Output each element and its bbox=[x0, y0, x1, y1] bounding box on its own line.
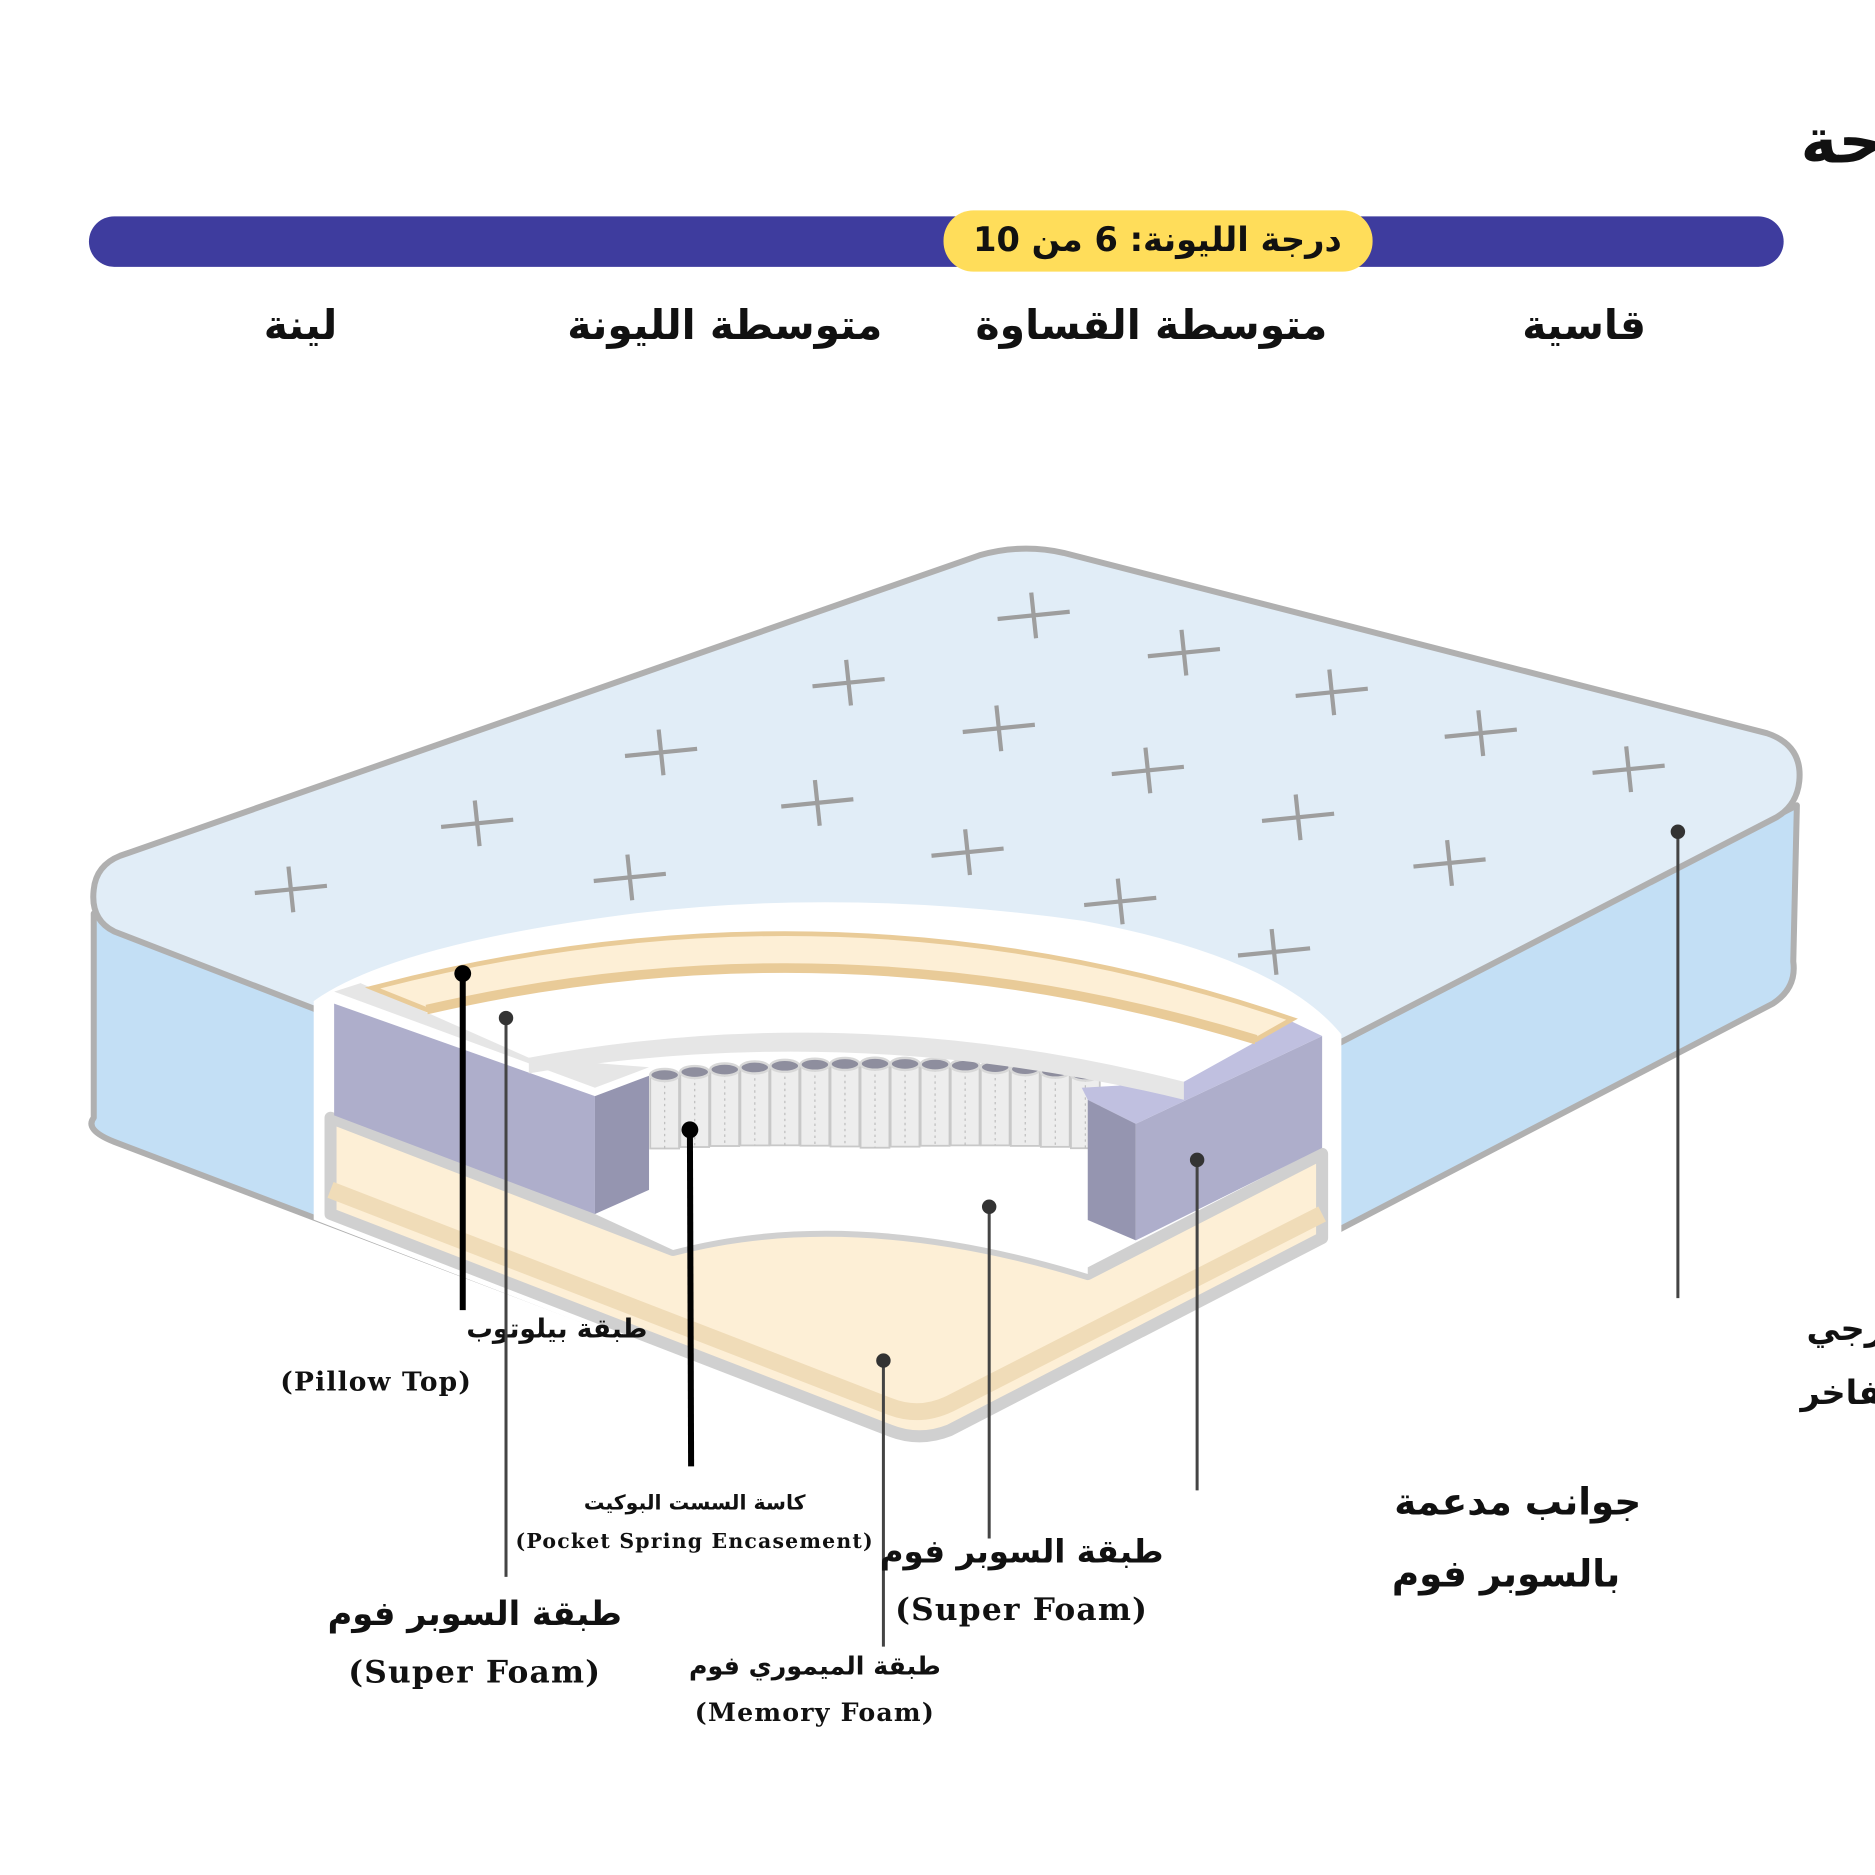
level-medium-firm: متوسطة القساوة bbox=[976, 301, 1328, 350]
firmness-badge-bg bbox=[943, 210, 1373, 272]
quilting-cross-icon bbox=[1592, 746, 1665, 793]
pocket-spring-leader bbox=[686, 1129, 695, 1467]
quilting-cross-icon bbox=[1413, 839, 1486, 887]
quilting-cross-icon bbox=[1147, 629, 1221, 676]
pocket-spring bbox=[739, 1060, 771, 1147]
callouts: طبقة بيلوتوب (Pillow Top) طبقة السوبر فو… bbox=[280, 824, 1875, 1727]
quilting-cross-icon bbox=[812, 659, 885, 706]
pocket-spring bbox=[919, 1057, 951, 1147]
super-foam-left-label-en: (Super Foam) bbox=[348, 1655, 601, 1691]
pocket-spring bbox=[859, 1056, 891, 1149]
quilting-cross-icon bbox=[931, 829, 1004, 876]
firmness-track bbox=[88, 216, 1784, 267]
memory-foam-dot bbox=[876, 1353, 891, 1368]
pocket-spring bbox=[649, 1067, 681, 1150]
pocket-spring-label-ar: كاسة السست البوكيت bbox=[584, 1491, 806, 1515]
encasement-top bbox=[528, 1032, 1184, 1100]
quilting-cross-icon bbox=[624, 729, 698, 776]
reinforced-sides-label-2: بالسوبر فوم bbox=[1392, 1552, 1620, 1597]
pocket-spring bbox=[709, 1062, 741, 1147]
pocket-springs bbox=[649, 1056, 1101, 1150]
super-foam-top-right bbox=[1081, 1021, 1323, 1124]
memory-foam-label-ar: طبقة الميموري فوم bbox=[689, 1650, 941, 1681]
quilting-cross-icon bbox=[1237, 928, 1311, 975]
super-foam-block-right bbox=[1135, 1036, 1323, 1241]
outer-fabric-label-2: المطرز الفاخر bbox=[1798, 1372, 1875, 1413]
super-foam-mid-label-ar: طبقة السوبر فوم bbox=[880, 1533, 1164, 1571]
super-foam-left-dot bbox=[498, 1010, 514, 1026]
firmness-badge: درجة الليونة: 6 من 10 bbox=[973, 220, 1342, 260]
reinforced-sides-label-1: جوانب مدعمة bbox=[1394, 1479, 1641, 1523]
quilting-cross-icon bbox=[440, 800, 514, 847]
level-firm: قاسية bbox=[1522, 301, 1646, 349]
firmness-bar: درجة الليونة: 6 من 10 قاسية متوسطة القسا… bbox=[88, 210, 1784, 350]
quilting-cross-icon bbox=[962, 705, 1036, 752]
pocket-spring bbox=[829, 1056, 861, 1148]
level-medium-soft: متوسطة الليونة bbox=[567, 301, 882, 349]
quilting-cross-icon bbox=[781, 779, 854, 826]
quilting-cross-icon bbox=[1111, 747, 1185, 794]
pocket-spring-label-en: (Pocket Spring Encasement) bbox=[516, 1529, 874, 1553]
memory-foam-layer bbox=[324, 1111, 1329, 1443]
super-foam-block-left-side bbox=[594, 1075, 650, 1214]
pocket-spring bbox=[979, 1059, 1011, 1147]
super-foam-mid-dot bbox=[981, 1199, 997, 1214]
mattress-illustration bbox=[88, 545, 1803, 1448]
pillow-top-label-en: (Pillow Top) bbox=[280, 1367, 472, 1398]
pocket-spring-dot bbox=[681, 1121, 699, 1139]
pillow-top-lower-edge bbox=[425, 963, 1258, 1045]
quilting-cross-icon bbox=[593, 854, 667, 901]
outer-fabric-label-1: النسيج الخارجي bbox=[1806, 1308, 1875, 1349]
pocket-spring bbox=[799, 1057, 831, 1147]
memory-foam-edge bbox=[327, 1182, 1326, 1421]
reinforced-sides-dot bbox=[1189, 1152, 1205, 1168]
super-foam-block-right-side bbox=[1087, 1099, 1136, 1241]
quilting-cross-icon bbox=[1261, 794, 1335, 841]
memory-foam-label-en: (Memory Foam) bbox=[695, 1697, 935, 1727]
inner-base bbox=[594, 1177, 1088, 1275]
pillow-top-label-ar: طبقة بيلوتوب bbox=[466, 1314, 647, 1345]
pocket-spring bbox=[949, 1058, 981, 1147]
quilting-cross-icon bbox=[254, 866, 328, 913]
quilting-stitches bbox=[254, 592, 1665, 975]
quilting-cross-icon bbox=[1444, 710, 1518, 757]
pocket-spring bbox=[1039, 1064, 1071, 1148]
quilting-cross-icon bbox=[1083, 878, 1157, 925]
pillow-top-dot bbox=[454, 965, 472, 982]
level-soft: لينة bbox=[264, 301, 337, 349]
page-title: درجة الدعم والراحة bbox=[1800, 104, 1875, 178]
quilting-cross-icon bbox=[1295, 669, 1368, 716]
super-foam-left-label-ar: طبقة السوبر فوم bbox=[328, 1593, 622, 1634]
pocket-spring bbox=[769, 1058, 801, 1147]
outer-fabric-dot bbox=[1670, 824, 1686, 839]
pocket-spring bbox=[1009, 1061, 1041, 1147]
super-foam-mid-label-en: (Super Foam) bbox=[895, 1592, 1148, 1628]
quilting-cross-icon bbox=[997, 592, 1070, 639]
pocket-spring bbox=[889, 1056, 921, 1148]
